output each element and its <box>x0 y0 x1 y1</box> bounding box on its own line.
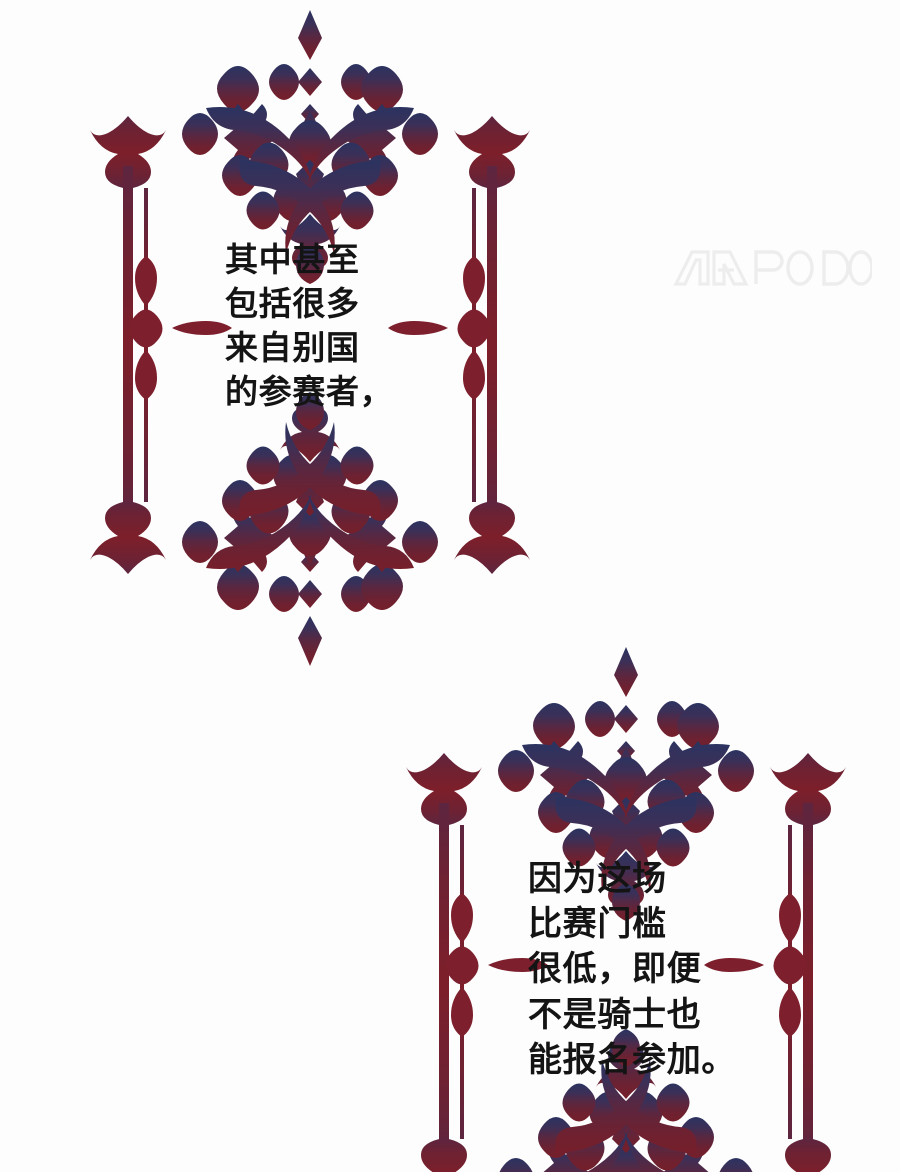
podo-watermark <box>672 246 872 288</box>
podo-wordmark <box>754 250 872 286</box>
four-point-star-ornament-left <box>129 256 232 400</box>
panel-1-caption: 其中甚至 包括很多 来自别国 的参赛者， <box>225 243 394 411</box>
fleur-de-lis-pillar-left <box>90 116 166 574</box>
diamond-lattice-crest-ornament-bottom <box>182 392 438 666</box>
panel-2-caption: 因为这场 比赛门槛 很低，即便 不是骑士也 能报名参加。 <box>528 861 737 1079</box>
podo-logo-mark-icon <box>673 250 749 286</box>
fleur-de-lis-pillar-right <box>454 116 530 574</box>
